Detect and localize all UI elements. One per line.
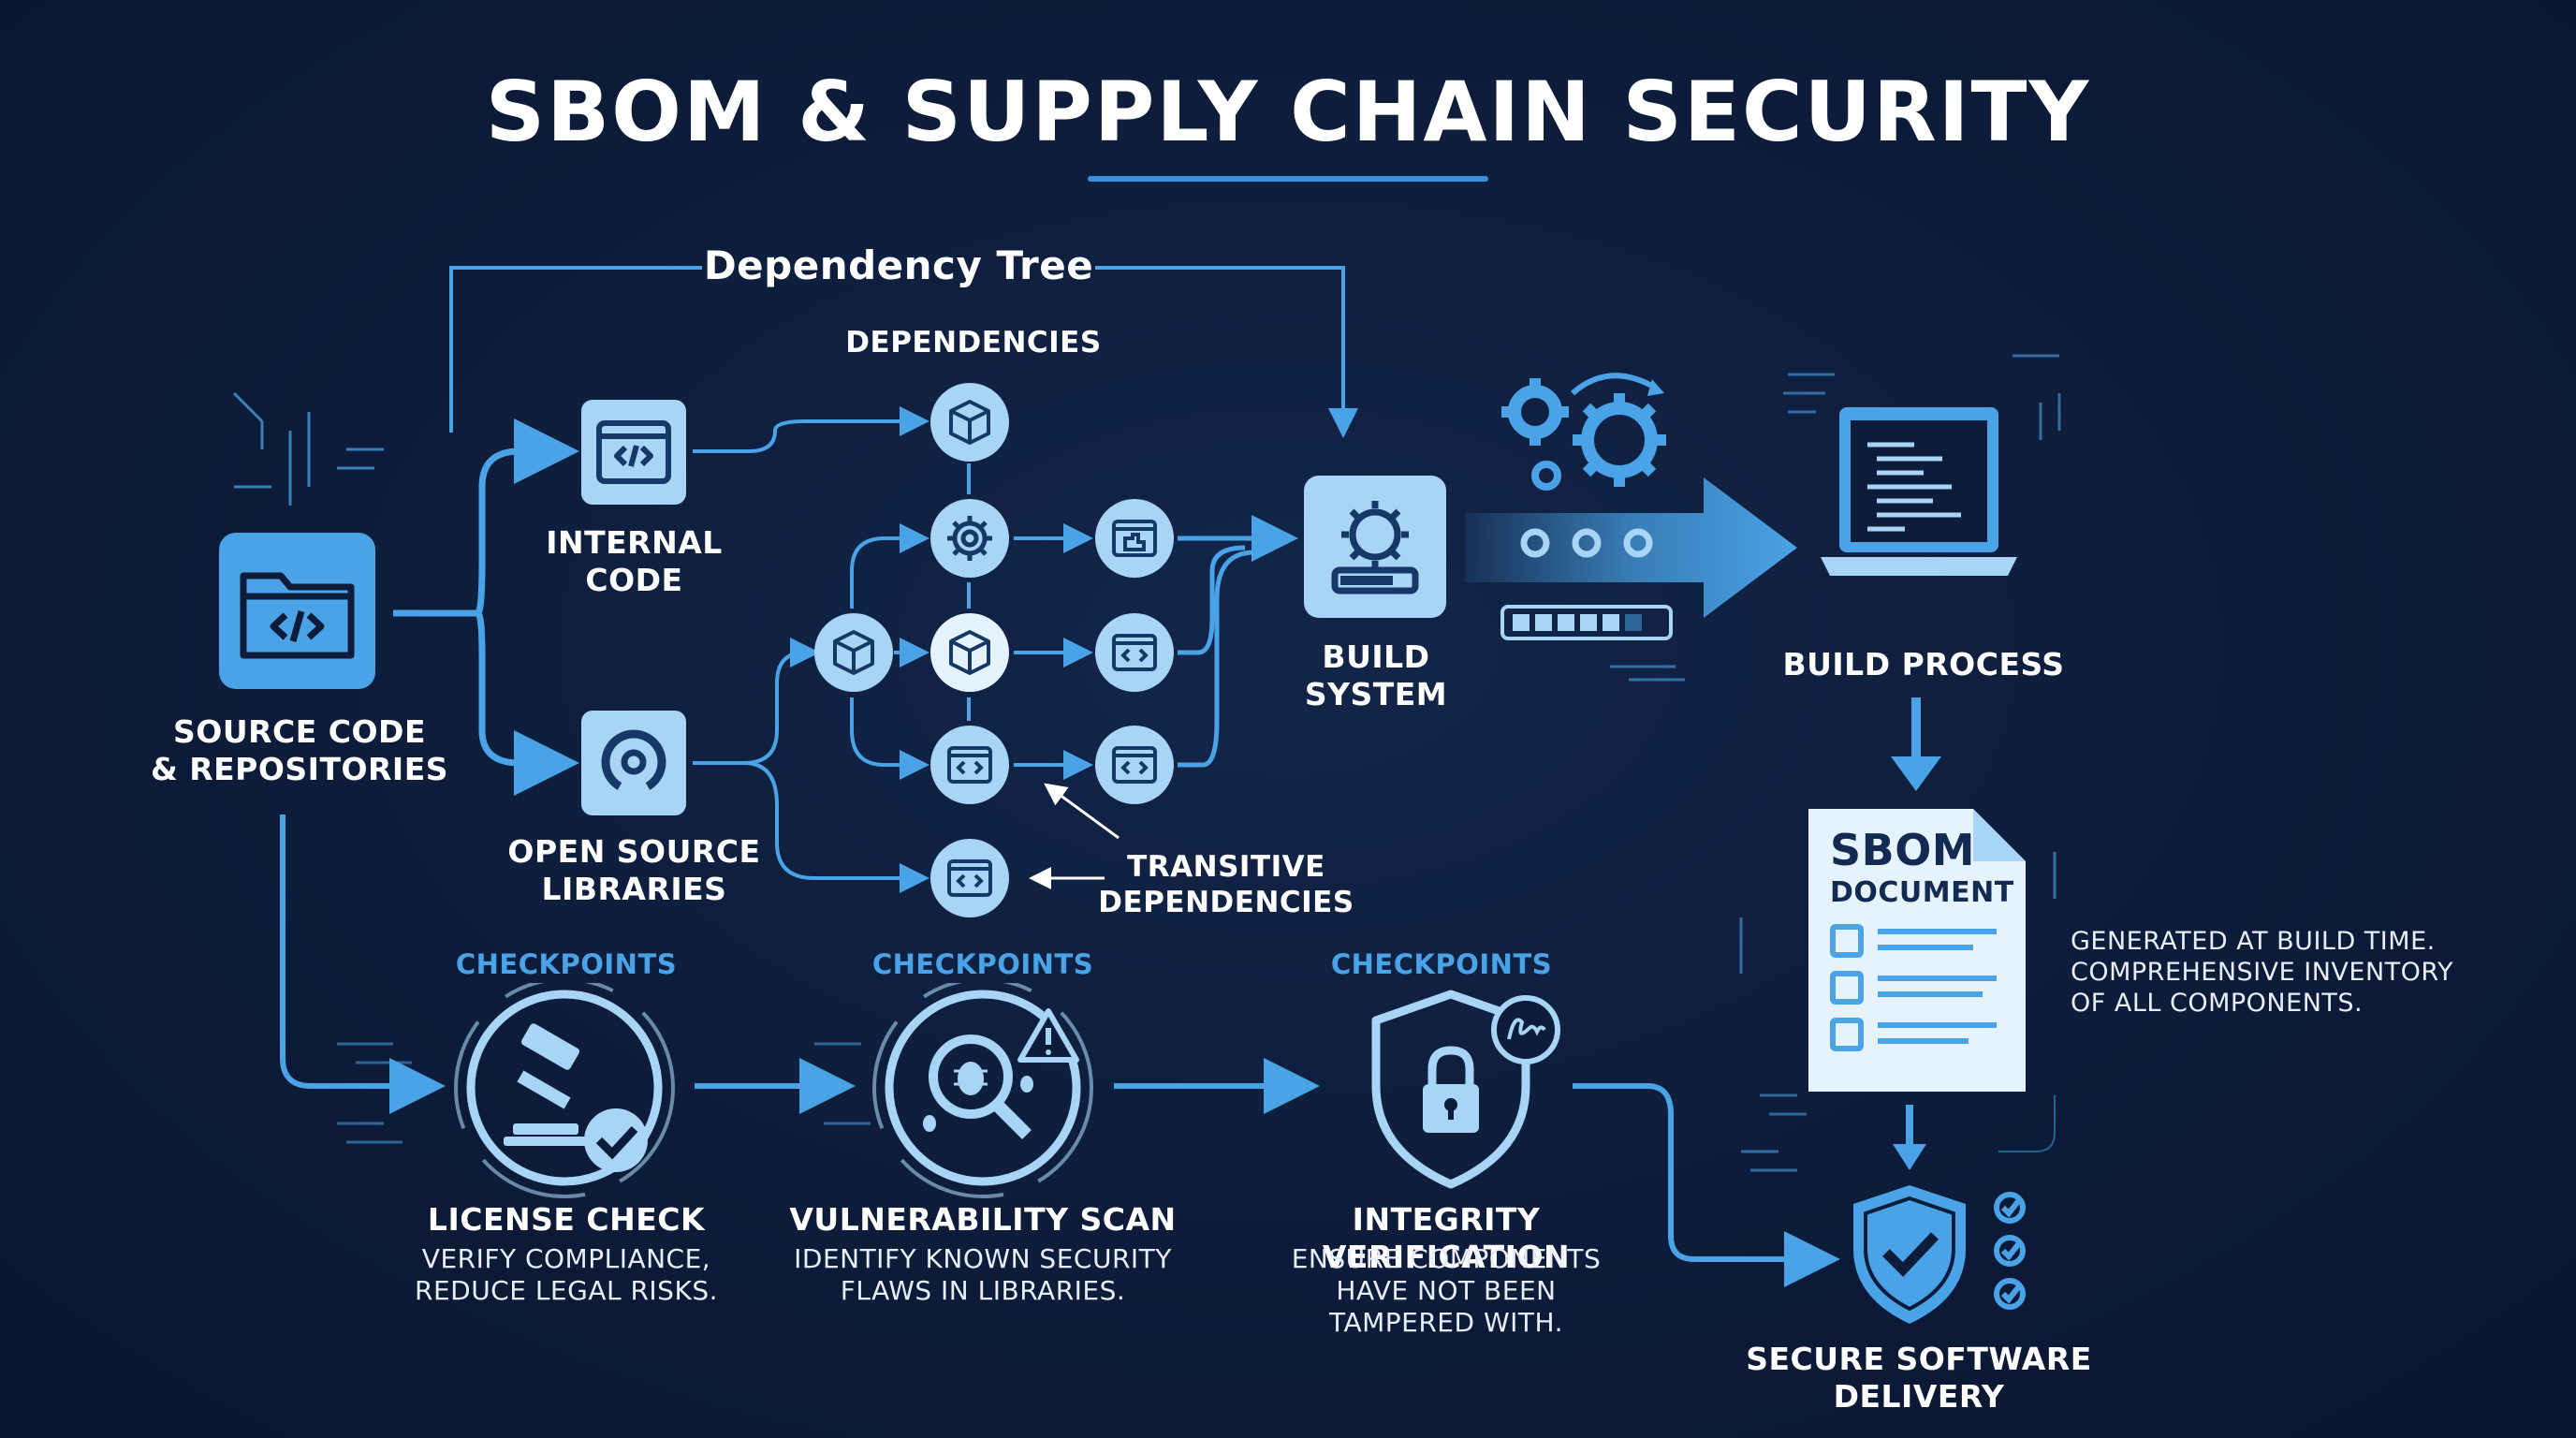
circuit-decoration-right	[1739, 354, 2061, 1172]
package-icon	[833, 630, 874, 675]
build-process-label: BUILD PROCESS	[1782, 646, 2065, 682]
dependencies-label: DEPENDENCIES	[845, 326, 1102, 360]
dependency-node-plugin	[1095, 499, 1174, 578]
sbom-title: SBOM	[1830, 825, 1976, 875]
sbom-document-icon	[1808, 809, 2026, 1092]
signature-icon	[1507, 1018, 1546, 1040]
dependency-node-code-3	[1095, 613, 1174, 692]
integrity-verification-title: INTEGRITY VERIFICATION	[1322, 1201, 1571, 1276]
source-code-node	[219, 533, 375, 689]
gavel-icon	[504, 1023, 588, 1146]
dependency-node-code-1	[930, 726, 1009, 804]
folder-code-icon	[240, 572, 355, 659]
integrity-verification-desc: ENSURE COMPONENTS HAVE NOT BEEN TAMPERED…	[1291, 1243, 1602, 1339]
code-window-icon	[947, 746, 992, 784]
checkpoints-label-2: CHECKPOINTS	[871, 948, 1094, 980]
build-process-laptop-icon	[1821, 407, 2017, 576]
license-check-title: LICENSE CHECK	[427, 1201, 706, 1238]
vulnerability-scan-title: VULNERABILITY SCAN	[789, 1201, 1177, 1238]
gear-icon	[947, 516, 992, 561]
internal-code-node	[581, 400, 686, 505]
gears-icon	[1501, 373, 1666, 558]
dependency-tree-label: Dependency Tree	[703, 242, 1094, 288]
sbom-subtitle: DOCUMENT	[1830, 876, 2014, 909]
lock-icon	[1423, 1046, 1479, 1133]
open-source-label: OPEN SOURCE LIBRARIES	[507, 833, 761, 908]
dependency-node-package-top	[930, 383, 1009, 462]
integrity-verification-icon	[1371, 990, 1560, 1189]
dependency-node-package-mid	[930, 613, 1009, 692]
build-system-label: BUILD SYSTEM	[1304, 638, 1448, 713]
dependency-node-gear	[930, 499, 1009, 578]
build-gear-icon	[1331, 501, 1419, 594]
circuit-decoration-left	[232, 391, 384, 506]
dependency-tree-bracket	[449, 266, 1343, 433]
checkpoints-label-1: CHECKPOINTS	[455, 948, 678, 980]
code-window-icon	[1112, 746, 1157, 784]
checkpoints-label-3: CHECKPOINTS	[1330, 948, 1553, 980]
package-icon	[949, 630, 990, 675]
source-code-label: SOURCE CODE & REPOSITORIES	[150, 713, 449, 788]
progress-bar	[1500, 605, 1673, 640]
dependency-node-package-left	[814, 613, 893, 692]
license-check-icon	[454, 983, 675, 1198]
vulnerability-scan-desc: IDENTIFY KNOWN SECURITY FLAWS IN LIBRARI…	[794, 1243, 1172, 1307]
page-title: SBOM & SUPPLY CHAIN SECURITY	[485, 64, 2091, 160]
open-source-icon	[601, 729, 666, 790]
license-check-desc: VERIFY COMPLIANCE, REDUCE LEGAL RISKS.	[414, 1243, 718, 1307]
dependency-node-code-2	[930, 839, 1009, 917]
code-window-icon	[596, 420, 671, 484]
code-window-icon	[1112, 634, 1157, 671]
secure-delivery-shield-icon	[1853, 1185, 2026, 1324]
dependency-node-code-4	[1095, 726, 1174, 804]
build-system-node	[1304, 476, 1446, 618]
vulnerability-scan-icon	[872, 983, 1093, 1198]
internal-code-label: INTERNAL CODE	[546, 524, 723, 599]
package-icon	[949, 400, 990, 445]
sbom-note: GENERATED AT BUILD TIME. COMPREHENSIVE I…	[2071, 927, 2453, 1018]
checklist-icon	[1994, 1192, 2026, 1310]
bug-icon	[958, 1062, 984, 1095]
open-source-node	[581, 711, 686, 815]
title-underline	[1088, 176, 1488, 182]
secure-delivery-label: SECURE SOFTWARE DELIVERY	[1746, 1341, 2092, 1416]
plugin-window-icon	[1112, 520, 1157, 557]
transitive-label: TRANSITIVE DEPENDENCIES	[1098, 850, 1354, 919]
code-window-icon	[947, 859, 992, 897]
